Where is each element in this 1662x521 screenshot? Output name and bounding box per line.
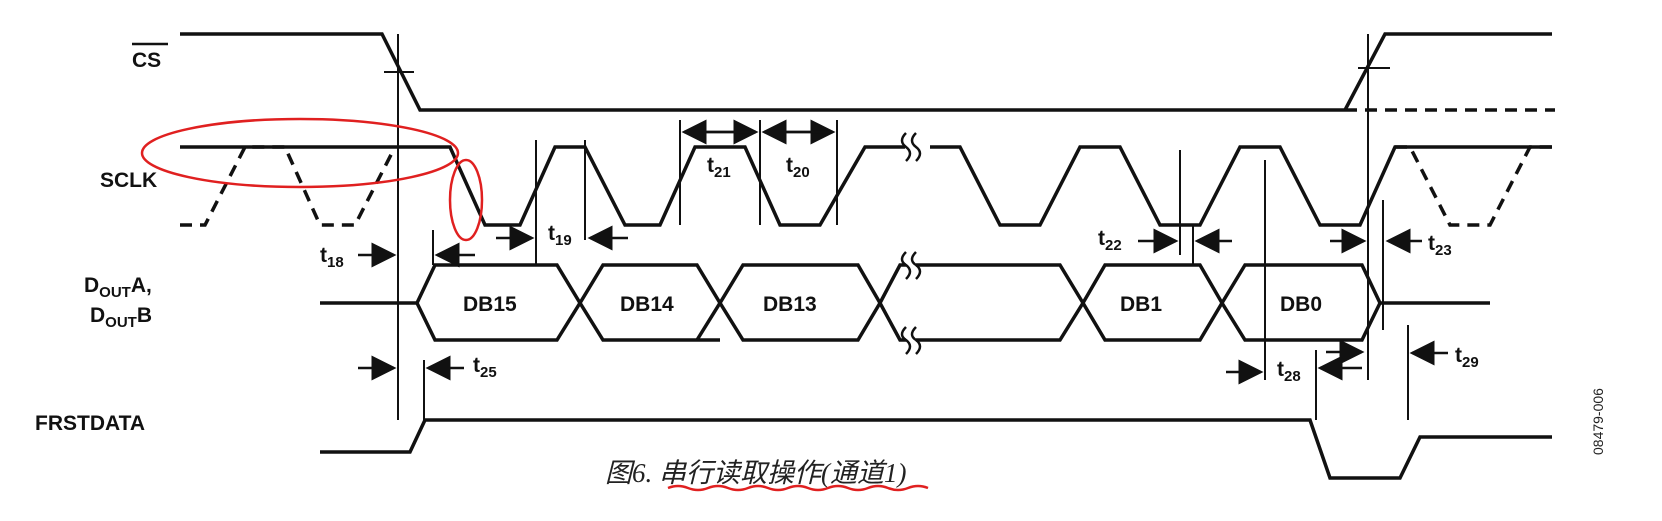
bit-label-db15: DB15: [463, 293, 517, 316]
cs-waveform-rise: [1343, 32, 1552, 111]
sclk-waveform: [180, 145, 905, 227]
sclk-dashed-post: [1395, 145, 1552, 227]
sclk-break-mark: [900, 132, 922, 162]
dout-bus-right-bottom: [916, 299, 1382, 342]
timing-label-t18: t18: [320, 244, 344, 271]
timing-label-t28: t28: [1277, 358, 1301, 385]
timing-label-t23: t23: [1428, 232, 1452, 259]
sclk-waveform-2: [930, 145, 1552, 227]
bit-label-db0: DB0: [1280, 293, 1322, 316]
signal-label-sclk: SCLK: [100, 169, 157, 192]
figure-id: 08479-006: [1590, 388, 1606, 455]
signal-label-frstdata: FRSTDATA: [35, 412, 145, 435]
timing-label-t29: t29: [1455, 344, 1479, 371]
dout-bus-seg2: [878, 263, 906, 304]
signal-label-cs: CS: [132, 42, 168, 72]
timing-label-t21: t21: [707, 154, 731, 181]
signal-label-dout-a: DOUTA,: [84, 274, 152, 301]
frstdata-waveform: [320, 418, 1552, 480]
timing-label-t25: t25: [473, 354, 497, 381]
dout-bus-bottom-2: [695, 299, 882, 342]
cs-waveform: [180, 32, 1345, 112]
dout-bus-top: [415, 263, 882, 307]
dout-bus-right-top: [916, 263, 1490, 307]
caption-underline: [667, 484, 929, 492]
bit-label-db13: DB13: [763, 293, 817, 316]
sclk-dashed-pre: [180, 145, 397, 227]
signal-label-dout-b: DOUTB: [90, 304, 152, 331]
svg-text:CS: CS: [132, 49, 161, 72]
highlight-ellipse-sclk-idle: [140, 117, 460, 189]
timing-label-t22: t22: [1098, 227, 1122, 254]
highlight-ellipse-sclk-edge: [448, 158, 484, 242]
timing-label-t19: t19: [548, 222, 572, 249]
bit-label-db14: DB14: [620, 293, 674, 316]
figure-caption: 图6. 串行读取操作(通道1): [605, 458, 906, 488]
timing-label-t20: t20: [786, 154, 810, 181]
bit-label-db1: DB1: [1120, 293, 1162, 316]
